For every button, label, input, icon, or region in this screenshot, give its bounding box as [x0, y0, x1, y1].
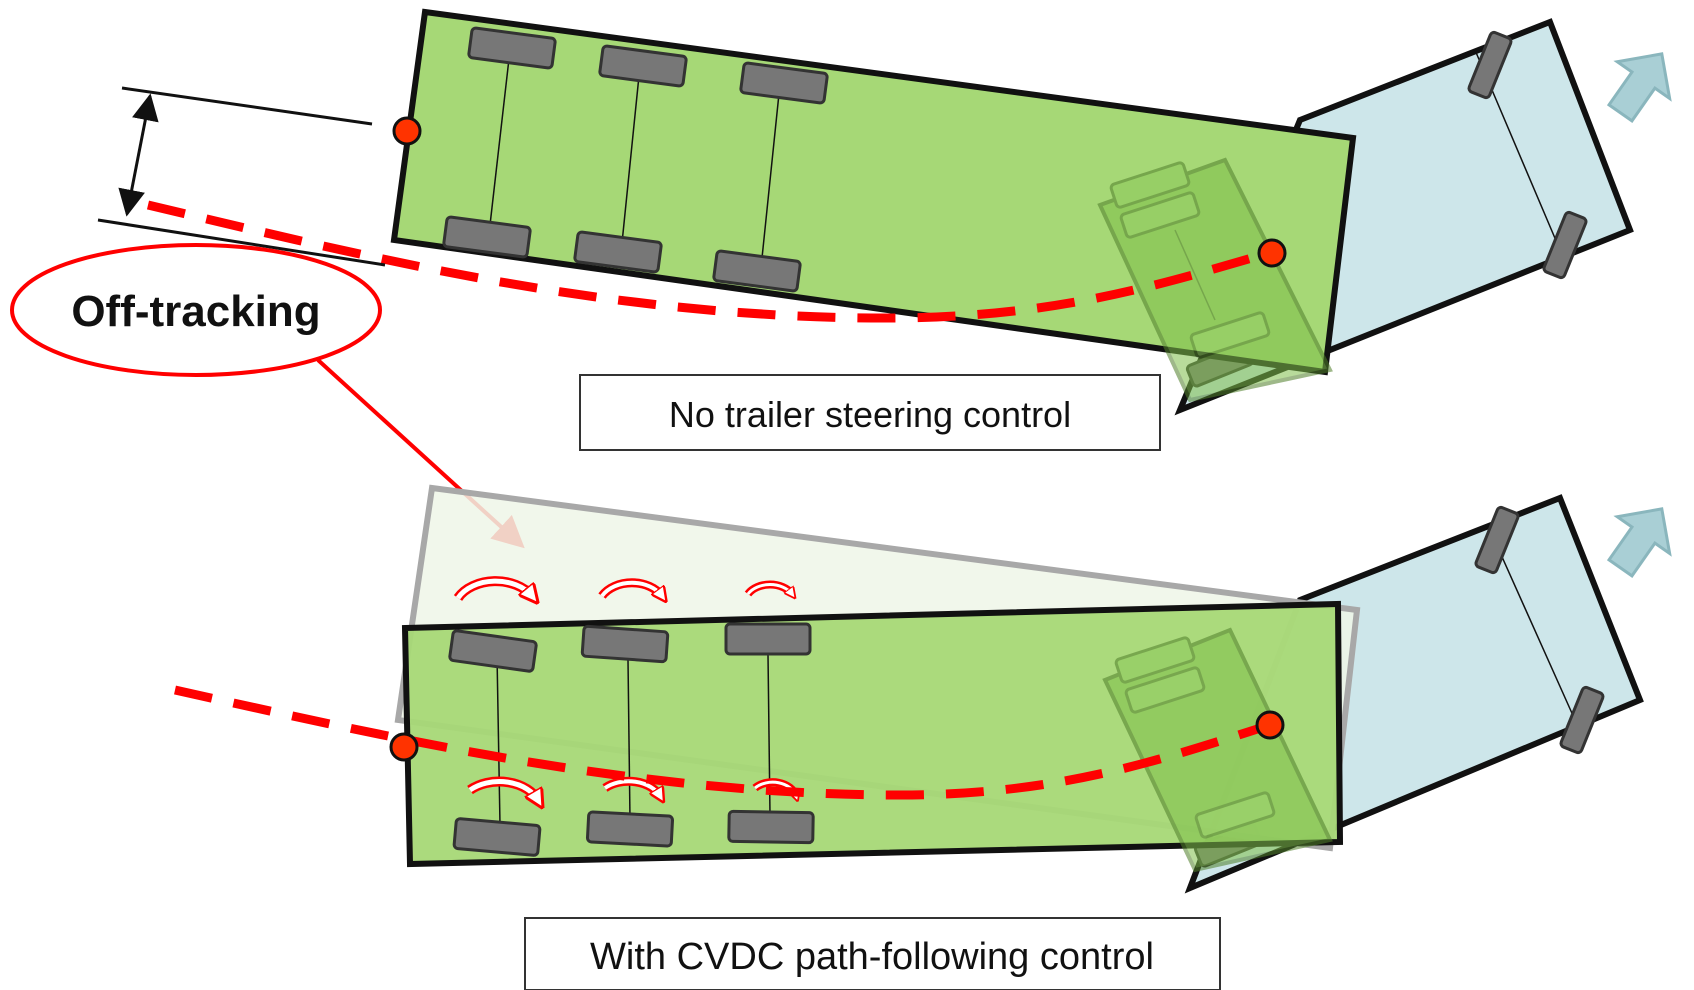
tractor-wheel: [1559, 685, 1605, 755]
tractor-wheel: [1542, 210, 1588, 280]
svg-text:With CVDC path-following contr: With CVDC path-following control: [590, 936, 1154, 978]
steering-rotation-icon: [602, 776, 660, 796]
trailer-axle: [573, 44, 688, 274]
trailer-axle: [712, 61, 829, 293]
scene-with-control: With CVDC path-following control: [174, 484, 1672, 990]
svg-text:No trailer steering control: No trailer steering control: [669, 394, 1071, 435]
tractor-path: [174, 685, 1272, 800]
tractor-rear-bogie: [1097, 157, 1333, 403]
trailer-axle: [442, 26, 557, 259]
steering-rotation-icon: [598, 578, 662, 596]
steering-rotation-icon: [453, 576, 532, 598]
tractor-wheel: [1474, 505, 1520, 575]
hitch-point-icon: [389, 732, 419, 762]
tractor-path: [146, 200, 1274, 323]
trailer-axle: [580, 624, 675, 848]
off-tracking-label: Off-tracking: [71, 287, 320, 336]
tractor-rear-bogie: [1102, 627, 1333, 873]
steering-rotation-icon: [744, 580, 792, 594]
tractor-wheel: [1467, 30, 1513, 100]
direction-arrow-icon: [1606, 52, 1672, 123]
scene-no-control: Off-tracking No trailer steering control: [10, 8, 1672, 549]
hitch-point-icon: [1257, 238, 1287, 268]
off-tracking-dimension: [97, 86, 386, 267]
caption-no-control: No trailer steering control: [579, 374, 1161, 451]
trailer-body: [401, 600, 1344, 868]
hitch-point-icon: [392, 116, 422, 146]
steering-rotation-icon: [467, 776, 538, 800]
off-tracking-callout: Off-tracking: [10, 243, 525, 549]
caption-with-control: With CVDC path-following control: [524, 917, 1221, 990]
hitch-point-icon: [1255, 710, 1285, 740]
trailer-axle: [448, 629, 542, 857]
direction-arrow-icon: [1606, 507, 1672, 578]
